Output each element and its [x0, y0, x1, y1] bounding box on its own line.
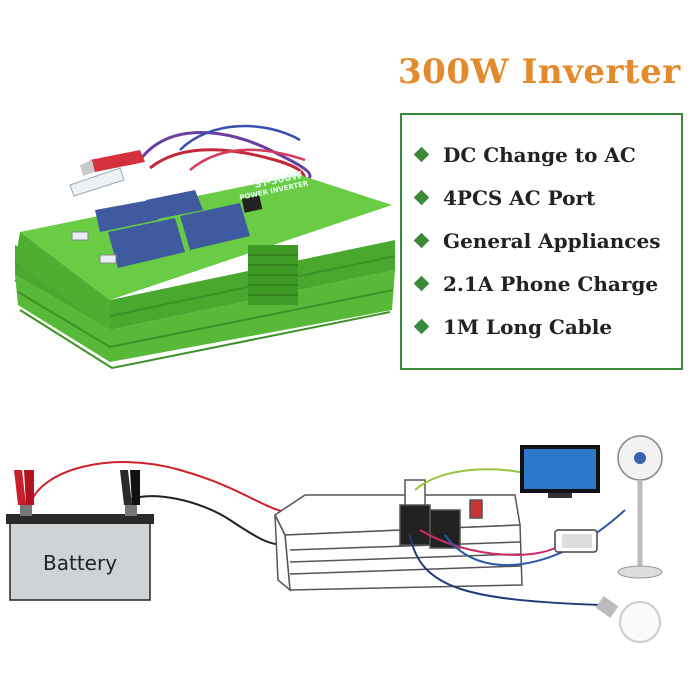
wiring-diagram: Battery: [6, 435, 663, 643]
feature-item: General Appliances: [413, 219, 681, 262]
white-clip-icon: [69, 167, 125, 197]
feature-item: DC Change to AC: [413, 133, 681, 176]
feature-text: 2.1A Phone Charge: [443, 271, 659, 296]
black-clamp-icon: [120, 470, 140, 505]
feature-list-box: DC Change to AC 4PCS AC Port General App…: [400, 113, 683, 370]
feature-text: General Appliances: [443, 228, 661, 253]
fan-icon: [617, 435, 663, 579]
usb-port-icon: [99, 254, 117, 264]
red-clip-icon: [80, 150, 145, 176]
green-inverter-image: ST-300W POWER INVERTER: [14, 124, 396, 370]
feature-text: 1M Long Cable: [443, 314, 613, 339]
feature-text: DC Change to AC: [443, 142, 636, 167]
power-switch-icon: [241, 195, 263, 213]
feature-item: 2.1A Phone Charge: [413, 262, 681, 305]
tv-icon: [520, 445, 600, 498]
feature-text: 4PCS AC Port: [443, 185, 596, 210]
product-title: 300W Inverter: [398, 52, 681, 92]
feature-item: 4PCS AC Port: [413, 176, 681, 219]
phone-icon: [554, 529, 598, 553]
feature-item: 1M Long Cable: [413, 305, 681, 348]
usb-port-icon: [71, 231, 89, 241]
feature-list: DC Change to AC 4PCS AC Port General App…: [402, 115, 681, 348]
red-clamp-icon: [14, 470, 34, 505]
battery-label: Battery: [43, 551, 117, 575]
light-bulb-icon: [595, 596, 661, 643]
ac-socket-icon: [95, 190, 250, 268]
inverter-outline-icon: [274, 479, 523, 592]
battery-icon: Battery: [6, 502, 154, 601]
